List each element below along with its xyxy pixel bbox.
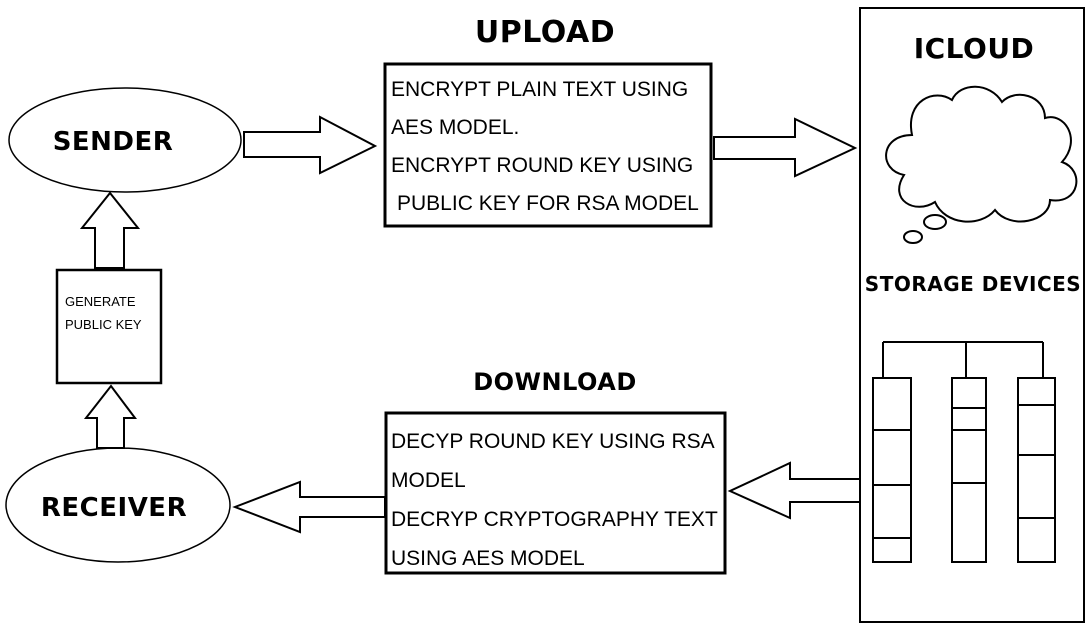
- upload-line-3: ENCRYPT ROUND KEY USING: [391, 154, 693, 177]
- arrow-upload-to-cloud: [713, 117, 858, 178]
- generate-key-label-line2: PUBLIC KEY: [65, 317, 142, 332]
- arrow-download-to-receiver: [232, 480, 386, 534]
- sender-label: SENDER: [53, 127, 174, 157]
- upload-box: [383, 62, 713, 228]
- download-line-4: USING AES MODEL: [391, 547, 585, 570]
- receiver-label: RECEIVER: [41, 493, 187, 523]
- download-line-3: DECRYP CRYPTOGRAPHY TEXT: [391, 508, 718, 531]
- arrow-key-to-sender: [79, 191, 141, 269]
- cloud-icon: [885, 85, 1078, 244]
- storage-devices-icon: [872, 341, 1056, 563]
- download-title: DOWNLOAD: [473, 368, 637, 396]
- download-line-2: MODEL: [391, 469, 466, 492]
- storage-devices-title: STORAGE DEVICES: [865, 272, 1081, 296]
- upload-line-1: ENCRYPT PLAIN TEXT USING: [391, 78, 688, 101]
- icloud-title: ICLOUD: [914, 32, 1035, 65]
- arrow-cloud-to-download: [727, 461, 861, 520]
- download-line-1: DECYP ROUND KEY USING RSA: [391, 430, 715, 453]
- generate-key-box: [55, 268, 163, 385]
- arrow-sender-to-upload: [243, 115, 378, 175]
- download-box: [384, 411, 727, 575]
- upload-box-text: ENCRYPT PLAIN TEXT USING AES MODEL. ENCR…: [391, 78, 699, 215]
- arrow-receiver-to-key: [83, 384, 137, 449]
- download-box-text: DECYP ROUND KEY USING RSA MODEL DECRYP C…: [391, 430, 718, 570]
- upload-line-4: PUBLIC KEY FOR RSA MODEL: [397, 192, 699, 215]
- sender-node: [8, 87, 242, 193]
- upload-line-2: AES MODEL.: [391, 116, 519, 139]
- upload-title: UPLOAD: [475, 15, 615, 50]
- generate-key-label-line1: GENERATE: [65, 294, 136, 309]
